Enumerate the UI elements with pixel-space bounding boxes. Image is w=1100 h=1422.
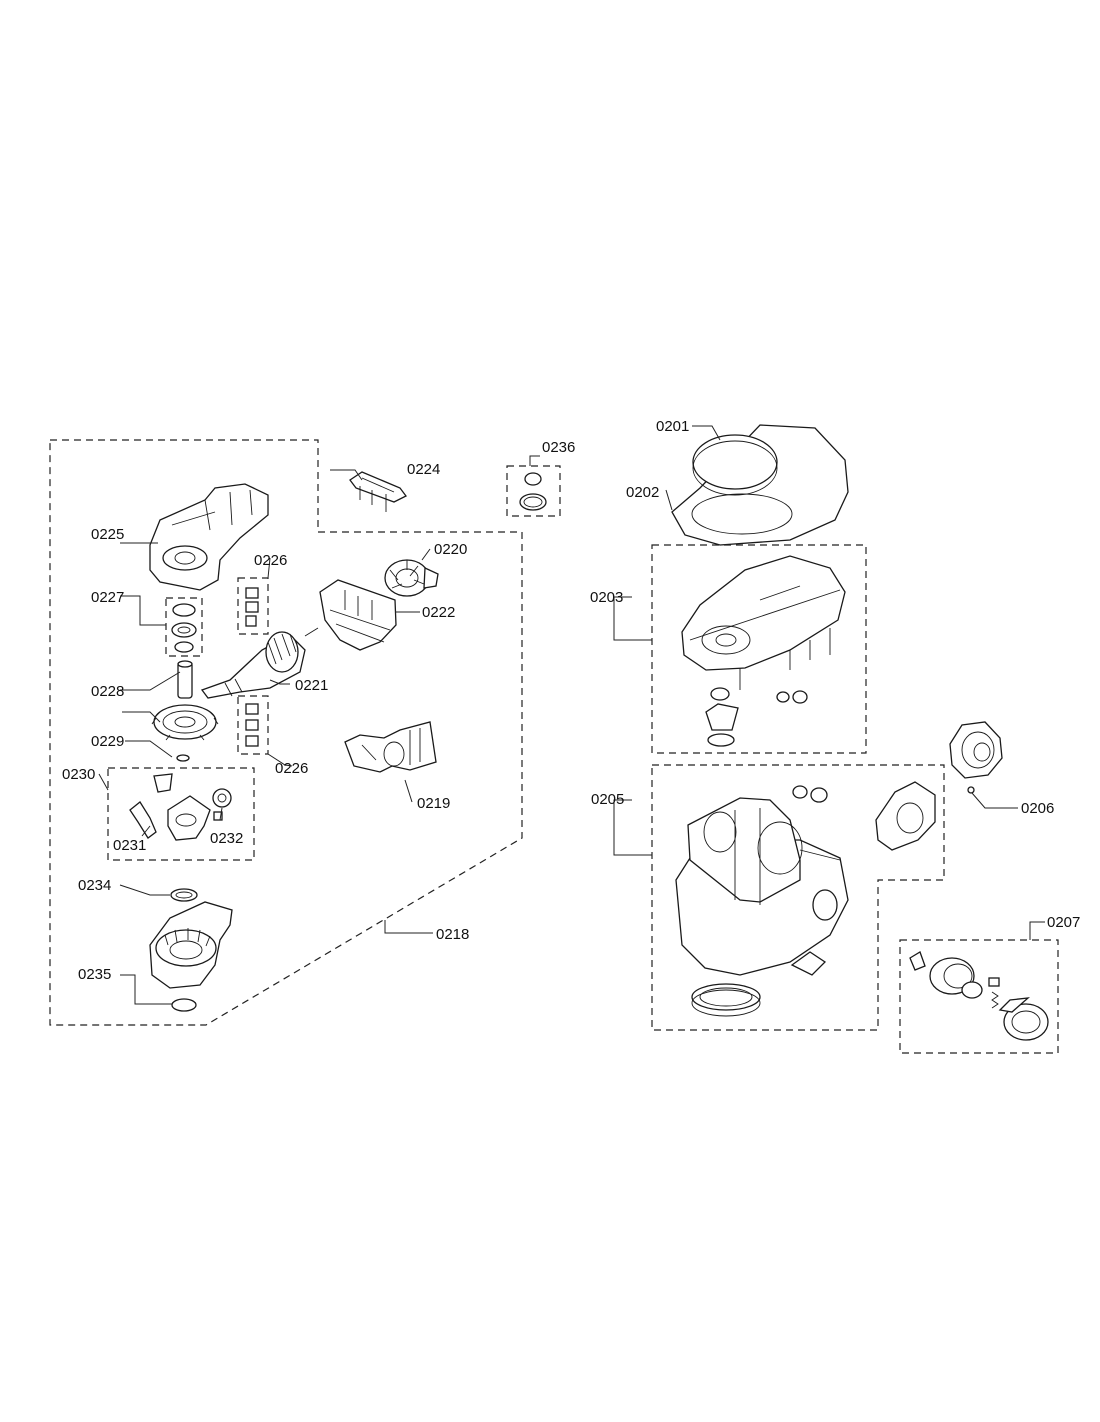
part-0226a[interactable] <box>245 587 259 627</box>
group-0207-boundary <box>899 939 1059 1054</box>
label-0224: 0224 <box>407 461 440 478</box>
label-0229: 0229 <box>91 733 124 750</box>
label-0220: 0220 <box>434 541 467 558</box>
group-0230-boundary <box>107 767 255 861</box>
label-0228: 0228 <box>91 683 124 700</box>
part-0236[interactable] <box>519 472 547 511</box>
label-0202: 0202 <box>626 484 659 501</box>
callout-labels: 0224 0236 0201 0202 0225 0226 0220 0227 … <box>62 418 1080 983</box>
label-0218: 0218 <box>436 926 469 943</box>
part-0206[interactable] <box>949 721 1003 794</box>
label-0225: 0225 <box>91 526 124 543</box>
label-0226a: 0226 <box>254 552 287 569</box>
group-0226b-boundary <box>237 695 269 755</box>
label-0230: 0230 <box>62 766 95 783</box>
part-0225[interactable] <box>149 483 269 591</box>
label-0222: 0222 <box>422 604 455 621</box>
part-0231[interactable] <box>129 801 157 839</box>
part-0221[interactable] <box>200 627 319 699</box>
label-0236: 0236 <box>542 439 575 456</box>
group-0236-boundary <box>506 465 561 517</box>
label-0206: 0206 <box>1021 800 1054 817</box>
part-0219[interactable] <box>344 721 437 773</box>
group-0226a-boundary <box>237 577 269 635</box>
label-0207: 0207 <box>1047 914 1080 931</box>
group-0227-boundary <box>165 597 203 657</box>
part-0234[interactable] <box>170 888 198 902</box>
part-0230[interactable] <box>153 773 211 841</box>
label-0227: 0227 <box>91 589 124 606</box>
label-0219: 0219 <box>417 795 450 812</box>
part-0232[interactable] <box>212 788 232 821</box>
part-0205[interactable] <box>675 781 936 1017</box>
group-0205-boundary <box>651 764 945 1031</box>
part-0226b[interactable] <box>245 703 259 747</box>
part-0207[interactable] <box>909 951 1049 1041</box>
label-0231: 0231 <box>113 837 146 854</box>
leader-lines <box>98 425 1045 1005</box>
label-0205: 0205 <box>591 791 624 808</box>
label-0232: 0232 <box>210 830 243 847</box>
label-0221: 0221 <box>295 677 328 694</box>
group-0203-boundary <box>651 544 867 754</box>
label-0235: 0235 <box>78 966 111 983</box>
label-0201: 0201 <box>656 418 689 435</box>
label-0203: 0203 <box>590 589 623 606</box>
part-0203[interactable] <box>681 555 846 747</box>
label-0234: 0234 <box>78 877 111 894</box>
part-0220[interactable] <box>384 559 439 597</box>
part-0227[interactable] <box>171 603 197 653</box>
part-0229[interactable] <box>151 704 219 762</box>
part-0228[interactable] <box>177 660 193 699</box>
part-0224[interactable] <box>349 471 407 512</box>
part-0201[interactable] <box>692 434 778 496</box>
label-0226b: 0226 <box>275 760 308 777</box>
part-0222[interactable] <box>319 579 397 651</box>
part-0235[interactable] <box>149 901 233 1012</box>
